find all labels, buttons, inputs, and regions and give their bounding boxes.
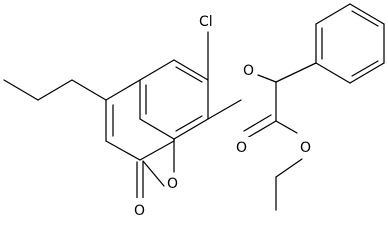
lactone-carbonyl-oxygen-label: O <box>134 203 145 219</box>
bond-c5-c6 <box>173 59 209 81</box>
bond-ch2-ch3 <box>3 79 39 101</box>
bond-oring-c2 <box>142 160 165 187</box>
bond-c4a-c4 <box>105 79 141 101</box>
bond-c7-c8 <box>173 118 209 140</box>
bond-ester-co-1 <box>246 120 277 139</box>
pyranone-ring <box>105 79 175 200</box>
o-ether-label-bg <box>240 61 256 79</box>
o-ring-label-bg <box>165 174 181 192</box>
bond-o-ch2 <box>275 158 303 178</box>
bond-o-ch <box>257 74 277 83</box>
phenyl-ring <box>275 3 385 84</box>
bond-c3-c2 <box>105 140 141 161</box>
bond-ph-3 <box>349 3 385 25</box>
chlorine-label: Cl <box>199 14 213 30</box>
bond-c4a-c5 <box>139 59 175 81</box>
bond-c7-o <box>207 99 242 120</box>
bond-ph-inner-3 <box>351 60 379 77</box>
o-lactone-label-bg <box>132 198 148 216</box>
bond-c8-c8a <box>139 118 175 140</box>
bond-c7-c8-inner <box>175 115 203 132</box>
ester-alkoxy-oxygen-label: O <box>300 140 311 156</box>
o-ester-alkoxy-label-bg <box>298 137 314 155</box>
bond-ph-2 <box>315 3 351 25</box>
bond-ch-ipso <box>275 62 317 83</box>
benzo-ring <box>139 59 209 140</box>
ring-oxygen-label: O <box>167 176 178 192</box>
bond-ph-5 <box>349 62 385 84</box>
bond-ester-co-2 <box>243 114 272 132</box>
bond-c-oalkoxy <box>275 120 298 134</box>
atom-labels: Cl O O O O O <box>132 12 314 219</box>
cl-label-bg <box>197 12 221 30</box>
bond-ph-6 <box>315 62 351 84</box>
o-ester-carbonyl-label-bg <box>234 137 250 155</box>
bond-c5-c6-inner <box>175 66 203 83</box>
propyl-chain <box>3 79 107 101</box>
ester-group <box>243 81 303 211</box>
ester-carbonyl-oxygen-label: O <box>236 140 247 156</box>
bond-ph-inner-2 <box>351 10 379 27</box>
ether-linkage <box>207 74 277 120</box>
bond-ch2-ch2 <box>37 79 73 101</box>
bond-c2-o1 <box>139 140 175 161</box>
ether-oxygen-label: O <box>243 63 254 79</box>
bond-c4-ch2 <box>71 79 107 101</box>
